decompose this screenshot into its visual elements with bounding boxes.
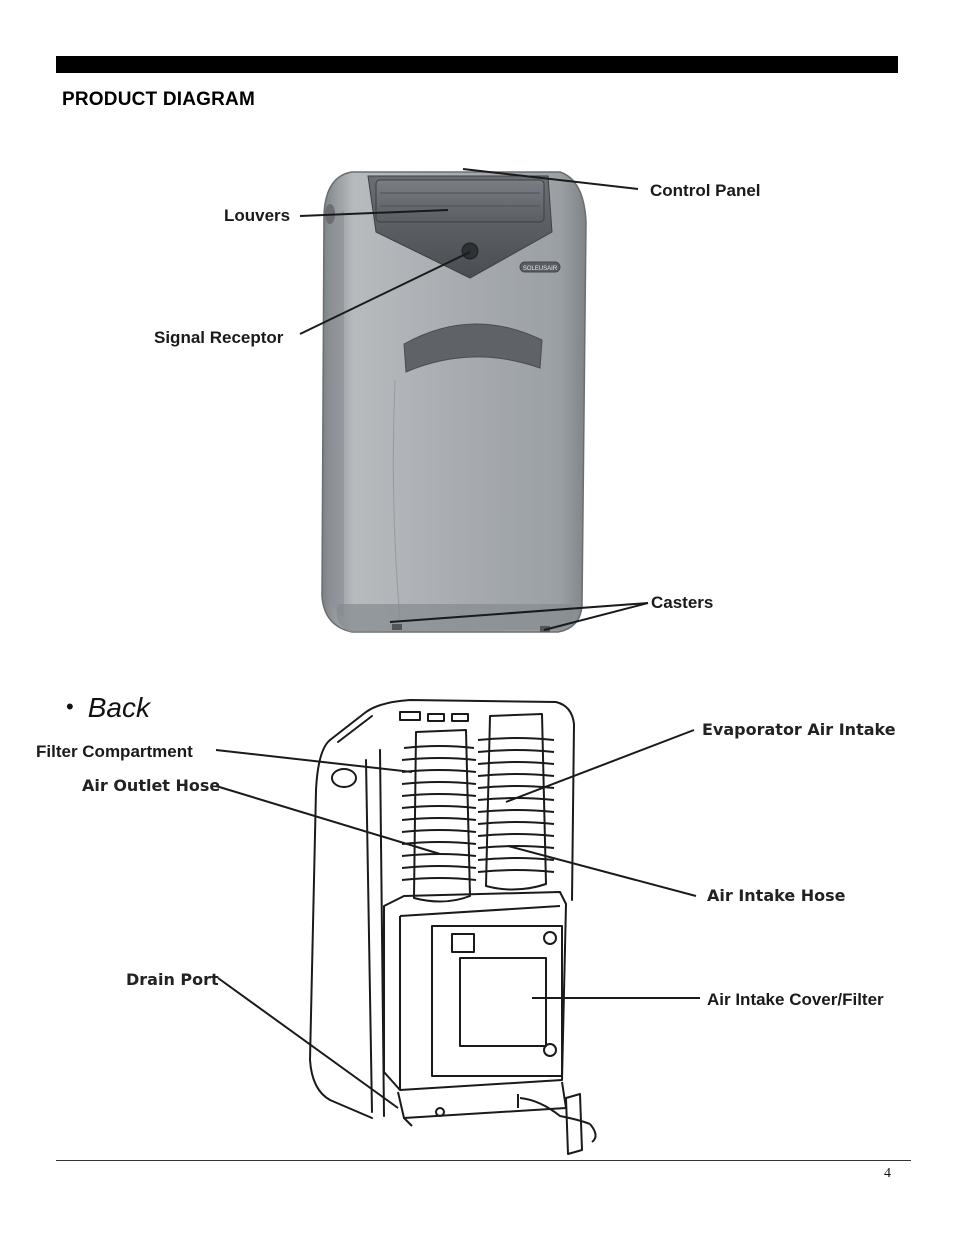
air-intake-cover-rect [459, 957, 547, 1047]
page-number: 4 [884, 1166, 891, 1181]
label-air-intake-hose: Air Intake Hose [707, 886, 846, 905]
label-control-panel: Control Panel [650, 181, 761, 200]
bullet: • [66, 694, 74, 719]
unit-body [321, 171, 587, 633]
page-title: PRODUCT DIAGRAM [62, 89, 255, 110]
header-bar [56, 56, 898, 73]
label-casters: Casters [651, 593, 714, 612]
back-heading-text: Back [87, 692, 150, 723]
label-filter-compartment: Filter Compartment [36, 742, 193, 761]
handle-recess [403, 323, 543, 373]
footer-rule [56, 1160, 911, 1161]
brand-badge: SOLEUSAIR [523, 266, 558, 272]
label-louvers: Louvers [224, 206, 291, 225]
back-heading: • Back [66, 692, 150, 724]
label-air-outlet-hose: Air Outlet Hose [82, 776, 221, 795]
label-drain-port: Drain Port [126, 970, 219, 989]
label-evaporator-air-intake: Evaporator Air Intake [702, 720, 896, 739]
label-signal-receptor: Signal Receptor [154, 328, 284, 347]
front-view-illustration: SOLEUSAIR [299, 168, 649, 633]
label-air-intake-cover-filter: Air Intake Cover/Filter [707, 990, 884, 1009]
